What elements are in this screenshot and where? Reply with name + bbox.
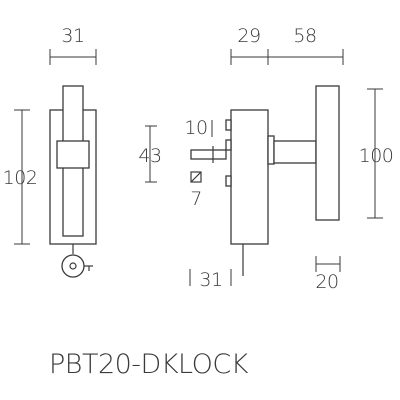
- spindle-offset-label: 43: [138, 145, 161, 167]
- handle-shaft: [273, 140, 317, 164]
- stud-bottom: [225, 175, 232, 187]
- front-view: 31 102: [3, 25, 97, 278]
- side-handle-length-label: 58: [293, 25, 316, 47]
- key-icon: [61, 244, 93, 278]
- stud-top: [225, 119, 232, 131]
- spindle: [190, 149, 227, 160]
- front-height-label: 102: [3, 167, 38, 189]
- handle-height-label: 100: [359, 145, 394, 167]
- side-handle-grip: [315, 85, 340, 221]
- spindle-upper-label: 10: [184, 117, 207, 139]
- handle-rose: [56, 140, 90, 169]
- side-view: 29 58 100 43 10 7: [138, 25, 393, 293]
- cylinder-offset-label: 31: [199, 269, 222, 291]
- side-base-plate: [230, 109, 269, 245]
- front-width-label: 31: [61, 25, 84, 47]
- spindle-square-label: 7: [190, 188, 202, 210]
- side-base-depth-label: 29: [237, 25, 260, 47]
- handle-neck: [267, 135, 275, 165]
- grip-diameter-label: 20: [315, 271, 338, 293]
- square-spindle-icon: [190, 171, 202, 183]
- stud-mid: [225, 139, 232, 151]
- product-code: PBT20-DKLOCK: [49, 349, 249, 380]
